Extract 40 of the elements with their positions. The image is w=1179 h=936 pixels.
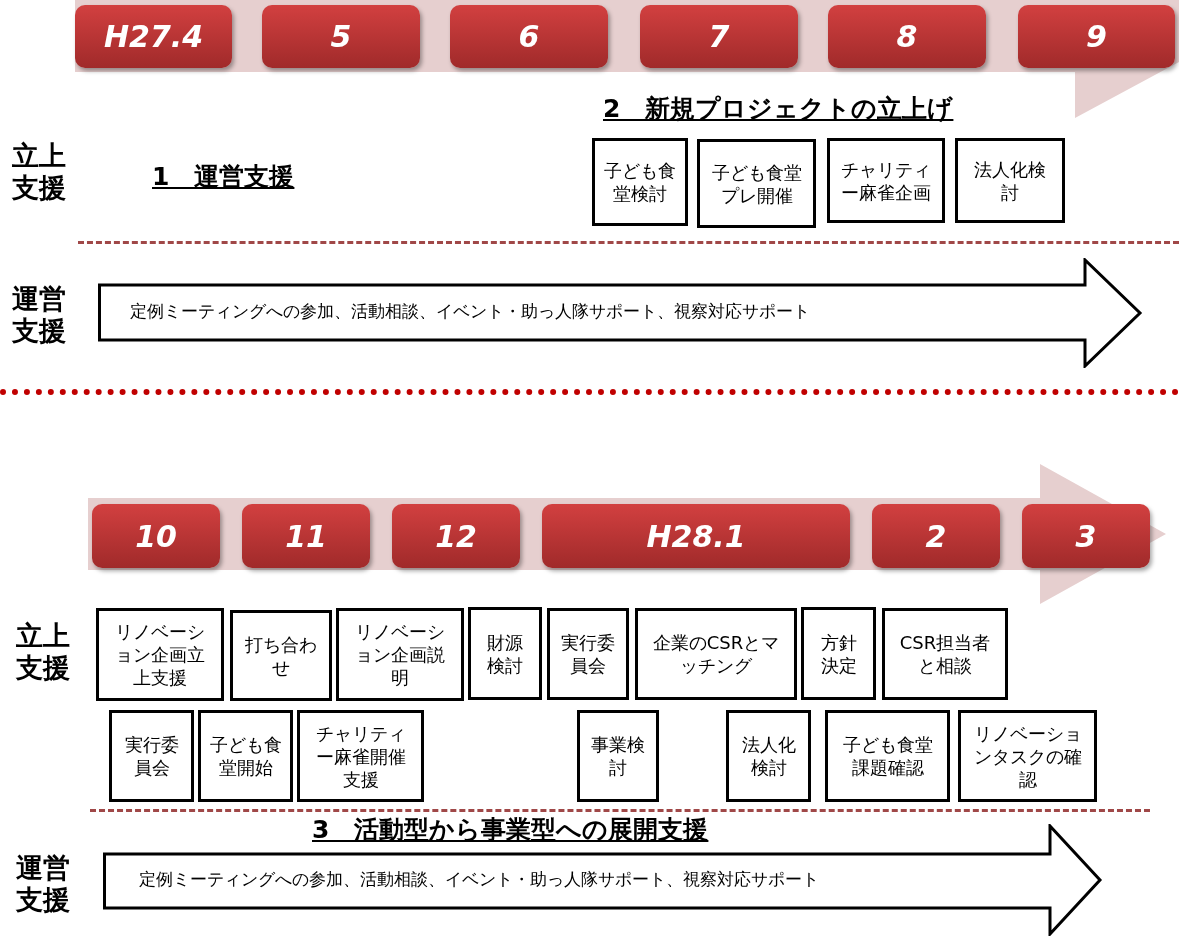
month-tab: 3 [1022,504,1150,568]
section-heading: 1 運営支援 [152,161,295,193]
task-box: 打ち合わせ [230,610,332,701]
month-tab: 9 [1018,5,1175,68]
task-box: チャリティー麻雀企画 [827,138,945,223]
task-box: 実行委員会 [109,710,194,802]
row-label: 立上支援 [12,140,67,204]
month-tab: 8 [828,5,986,68]
section-heading: 2 新規プロジェクトの立上げ [603,93,954,125]
month-tab: 12 [392,504,520,568]
month-tab: 6 [450,5,608,68]
month-tab: 10 [92,504,220,568]
month-tab: H27.4 [75,5,232,68]
row-label: 運営支援 [12,283,67,347]
task-box: 事業検討 [577,710,659,802]
timeline-band-arrow [75,0,1179,120]
month-tab: 5 [262,5,420,68]
task-box: 子ども食堂プレ開催 [697,139,816,228]
month-tab: H28.1 [542,504,850,568]
row-label: 立上支援 [16,620,71,684]
task-box: リノベーション企画説明 [336,608,464,701]
month-tab: 11 [242,504,370,568]
month-tab: 2 [872,504,1000,568]
task-box: 財源検討 [468,607,542,700]
task-box: 法人化検討 [726,710,811,802]
task-box: 子ども食堂課題確認 [825,710,950,802]
task-box: 実行委員会 [547,608,629,700]
task-box: 法人化検討 [955,138,1065,223]
task-box: CSR担当者と相談 [882,608,1008,700]
support-arrow: 定例ミーティングへの参加、活動相談、イベント・助っ人隊サポート、視察対応サポート [98,258,1143,368]
task-box: チャリティー麻雀開催支援 [297,710,424,802]
task-box: 子ども食堂検討 [592,138,688,226]
task-box: リノベーションタスクの確認 [958,710,1097,802]
task-box: 子ども食堂開始 [198,710,293,802]
month-tab: 7 [640,5,798,68]
section-heading: 3 活動型から事業型への展開支援 [312,814,709,846]
row-label: 運営支援 [16,852,71,916]
task-box: 企業のCSRとマッチング [635,608,797,700]
task-box: 方針決定 [801,607,876,700]
task-box: リノベーション企画立上支援 [96,608,224,701]
